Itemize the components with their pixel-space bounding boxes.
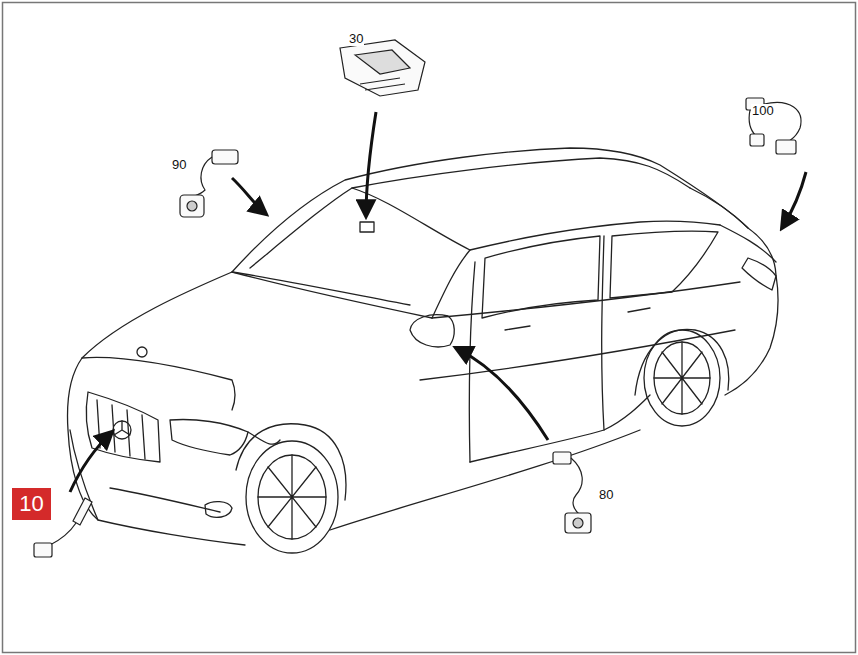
callout-number: 90 bbox=[171, 158, 187, 172]
frame bbox=[3, 3, 856, 653]
cable-part bbox=[746, 98, 801, 154]
sensor-part bbox=[180, 150, 238, 217]
leader-arrow bbox=[70, 112, 806, 492]
callout-box: 10 bbox=[12, 488, 51, 520]
callout-number: 80 bbox=[598, 488, 614, 502]
callout-number: 100 bbox=[751, 104, 775, 118]
car-body bbox=[68, 148, 778, 553]
callout-number: 10 bbox=[19, 493, 43, 515]
cable-part bbox=[553, 452, 591, 533]
callout-number: 30 bbox=[348, 32, 364, 46]
camera-module bbox=[340, 40, 425, 96]
